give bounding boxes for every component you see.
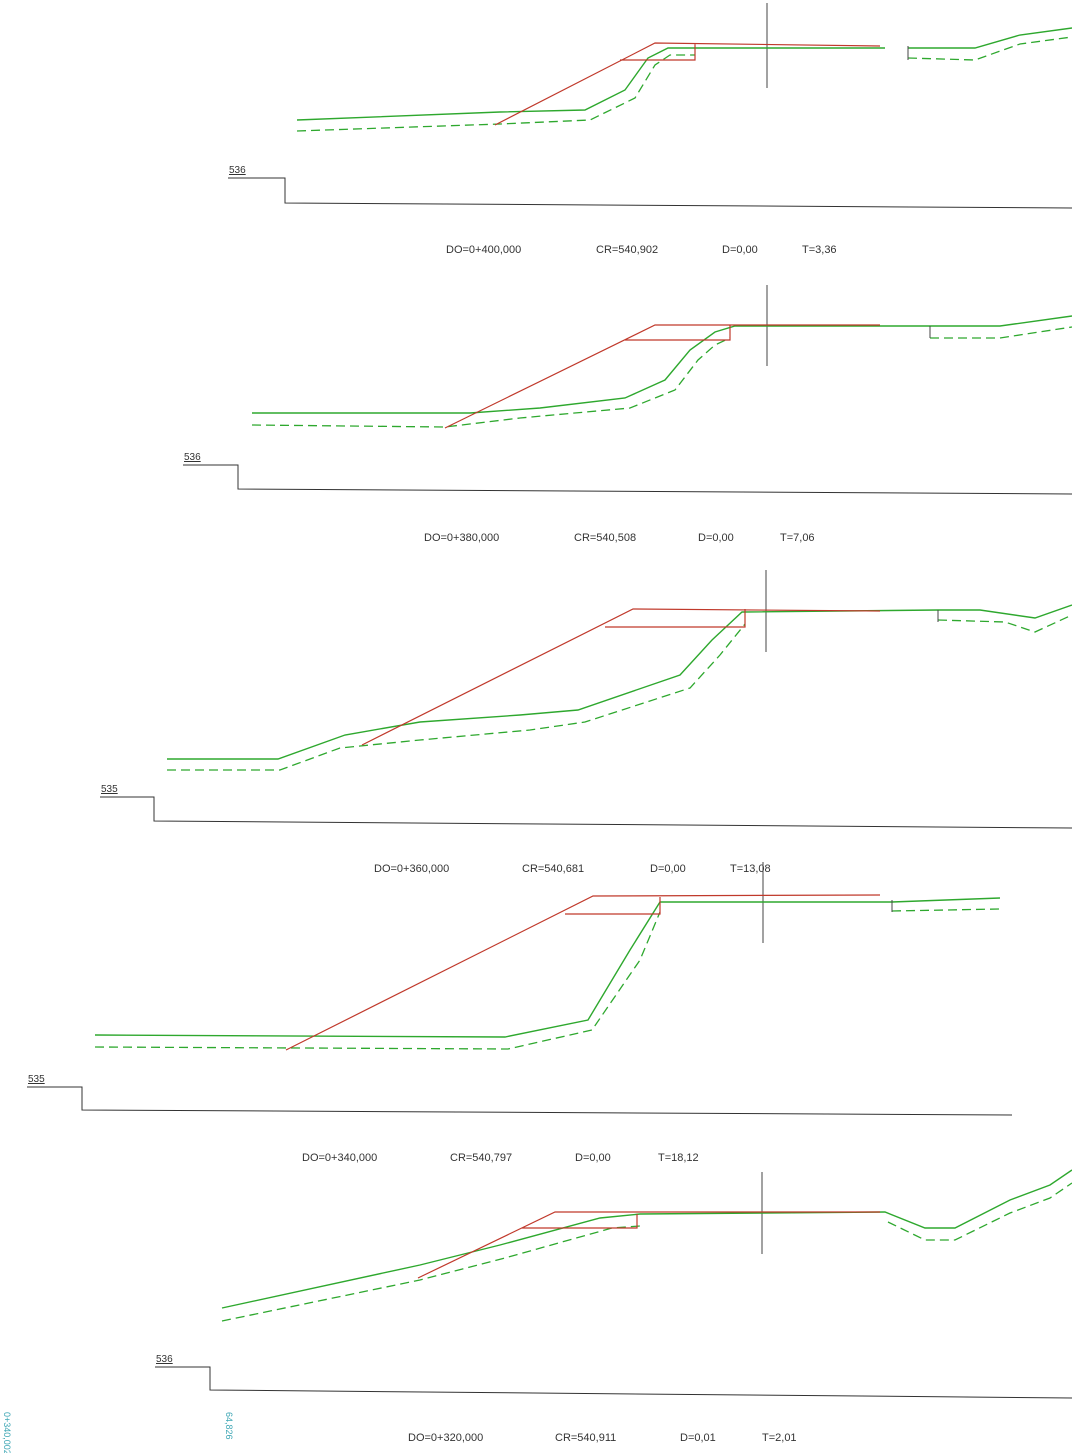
reference-base-line [27, 1086, 1013, 1116]
subgrade-line [94, 908, 1001, 1050]
cross-section-3: 535 DO=0+360,000 CR=540,681 D=0,00 T=13,… [100, 570, 1072, 875]
t-label: T=18,12 [658, 1152, 699, 1164]
d-label: D=0,00 [722, 244, 758, 256]
cross-section-1: 536 DO=0+400,000 CR=540,902 D=0,00 T=3,3… [228, 3, 1072, 256]
station-label: DO=0+380,000 [424, 532, 499, 544]
station-label: DO=0+320,000 [408, 1432, 483, 1444]
terrain-line [221, 1169, 1072, 1309]
d-label: D=0,01 [680, 1432, 716, 1444]
t-label: T=3,36 [802, 244, 837, 256]
margin-value-note: 64,826 [224, 1412, 234, 1440]
reference-level-label: 536 [156, 1354, 173, 1365]
design-profile-line [494, 42, 881, 126]
design-profile-line [444, 324, 880, 429]
d-label: D=0,00 [698, 532, 734, 544]
design-profile-line [285, 894, 881, 1051]
cr-label: CR=540,902 [596, 244, 658, 256]
cr-label: CR=540,508 [574, 532, 636, 544]
terrain-line [167, 604, 1072, 760]
subgrade-line [167, 614, 1072, 771]
reference-base-line [228, 177, 1072, 209]
t-label: T=13,08 [730, 863, 771, 875]
subgrade-line [251, 326, 1072, 428]
station-label: DO=0+360,000 [374, 863, 449, 875]
subgrade-line [221, 1182, 1072, 1322]
terrain-line [252, 315, 1072, 414]
d-label: D=0,00 [650, 863, 686, 875]
cr-label: CR=540,911 [555, 1432, 616, 1444]
reference-level-label: 535 [28, 1074, 45, 1085]
design-profile-line [417, 1211, 880, 1279]
reference-base-line [183, 464, 1072, 495]
station-label: DO=0+340,000 [302, 1152, 377, 1164]
cross-section-2: 536 DO=0+380,000 CR=540,508 D=0,00 T=7,0… [183, 285, 1072, 544]
design-profile-line [361, 608, 881, 746]
cross-section-5: 536 DO=0+320,000 CR=540,911 D=0,01 T=2,0… [155, 1169, 1072, 1444]
terrain-line [296, 27, 1072, 121]
subgrade-line [296, 36, 1072, 132]
t-label: T=2,01 [762, 1432, 797, 1444]
t-label: T=7,06 [780, 532, 815, 544]
reference-level-label: 536 [184, 452, 201, 463]
reference-base-line [155, 1366, 1072, 1399]
d-label: D=0,00 [575, 1152, 611, 1164]
reference-level-label: 535 [101, 784, 118, 795]
cr-label: CR=540,681 [522, 863, 584, 875]
cross-section-4: 535 DO=0+340,000 CR=540,797 D=0,00 T=18,… [27, 862, 1013, 1164]
reference-base-line [100, 796, 1072, 829]
margin-station-note: 0+340,002 [2, 1412, 12, 1453]
station-label: DO=0+400,000 [446, 244, 521, 256]
reference-level-label: 536 [229, 165, 246, 176]
cr-label: CR=540,797 [450, 1152, 512, 1164]
